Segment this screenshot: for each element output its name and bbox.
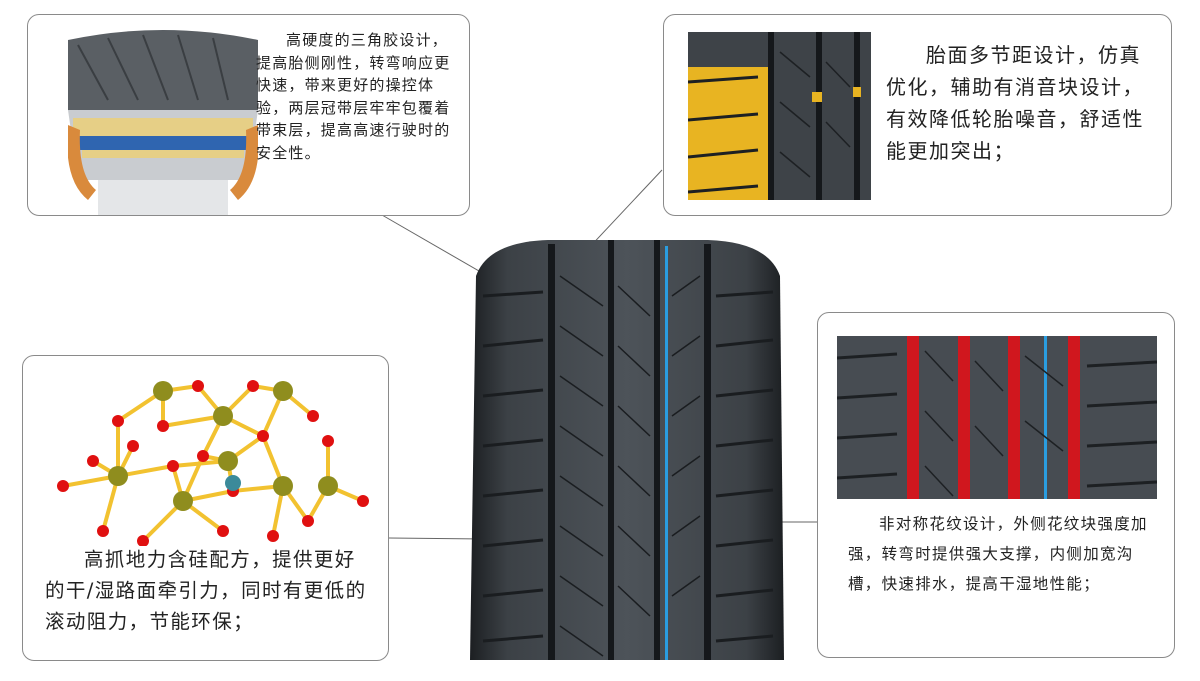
tire-cross-section-image [68,30,258,215]
tire-tread-image [470,240,784,660]
tread-pitch-image [688,32,871,200]
tread-asymmetric-image [837,336,1157,499]
pitch-description: 胎面多节距设计，仿真优化，辅助有消音块设计，有效降低轮胎噪音，舒适性能更加突出； [886,43,1144,163]
asymmetric-description: 非对称花纹设计，外侧花纹块强度加强，转弯时提供强大支撑，内侧加宽沟槽，快速排水，… [848,515,1148,594]
silica-molecule-image [57,380,369,546]
silica-description: 高抓地力含硅配方，提供更好的干/湿路面牵引力，同时有更低的滚动阻力，节能环保； [45,548,367,634]
sidewall-feature-card: 高硬度的三角胶设计，提高胎侧刚性，转弯响应更快速，带来更好的操控体验，两层冠带层… [27,14,470,216]
silica-feature-card: 高抓地力含硅配方，提供更好的干/湿路面牵引力，同时有更低的滚动阻力，节能环保； [22,355,389,661]
asymmetric-feature-card: 非对称花纹设计，外侧花纹块强度加强，转弯时提供强大支撑，内侧加宽沟槽，快速排水，… [817,312,1175,658]
pitch-feature-card: 胎面多节距设计，仿真优化，辅助有消音块设计，有效降低轮胎噪音，舒适性能更加突出； [663,14,1172,216]
sidewall-description: 高硬度的三角胶设计，提高胎侧刚性，转弯响应更快速，带来更好的操控体验，两层冠带层… [256,31,451,162]
